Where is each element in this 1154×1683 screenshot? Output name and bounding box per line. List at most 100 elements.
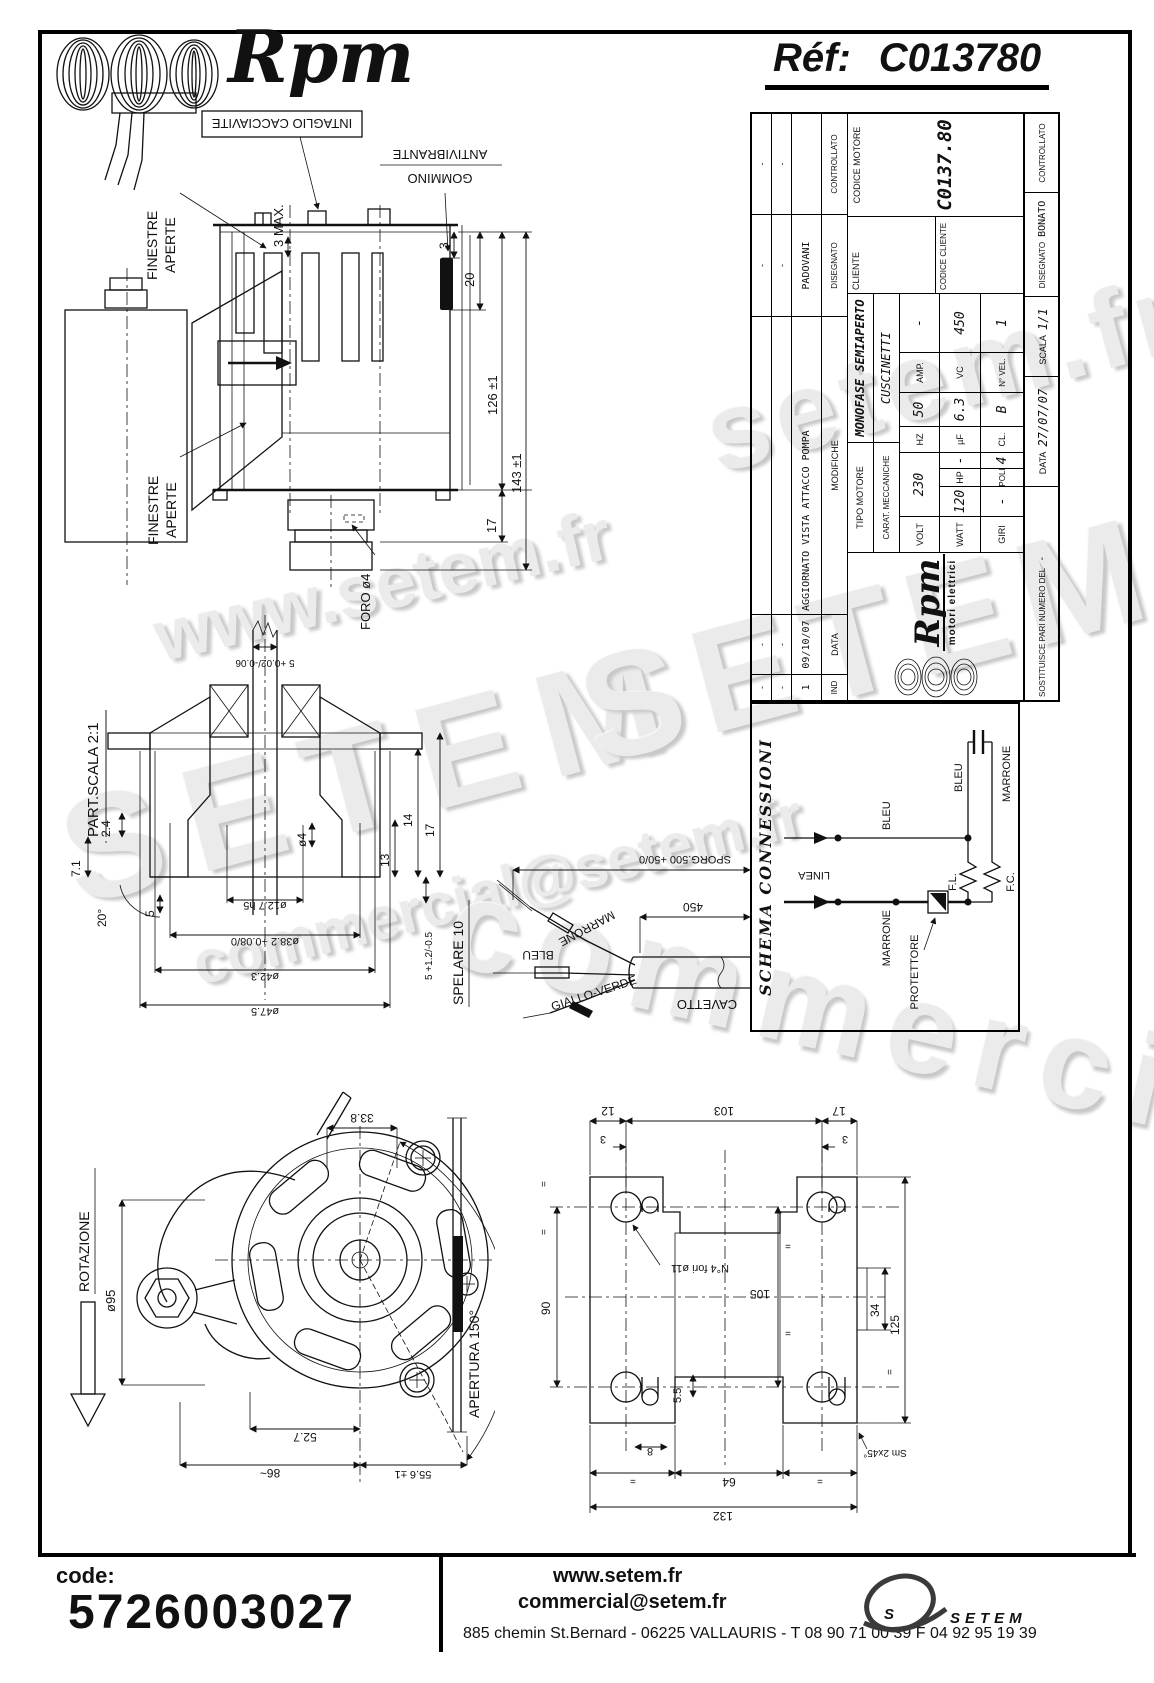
rpm-coils-icon	[56, 34, 219, 114]
motor-front-view: ROTAZIONE ø95 33.8 APERTURA 150° 52.7 86…	[69, 1091, 495, 1484]
revision-row-1: 1 09/10/07 AGGIORNATO VISTA ATTACCO POMP…	[792, 114, 822, 700]
spec-grid: TIPO MOTORE MONOFASE SEMIAPERTO CARAT. M…	[848, 293, 1023, 552]
titleblock-bottom-strip: SOSTITUISCE PARI NUMERO DEL - DATA 27/07…	[1024, 114, 1060, 700]
vc-label: VC	[940, 352, 981, 392]
foro-label: FORO ø4	[358, 574, 373, 630]
dim-3b: 3	[842, 1133, 848, 1145]
revision-header-row: IND DATA MODIFICHE DISEGNATO CONTROLLATO	[822, 114, 848, 700]
rev-index: 1	[792, 674, 821, 700]
dim-dia382: ø38.2 +0.08/0	[231, 935, 299, 947]
part-scala-title: PART.SCALA 2:1	[85, 722, 102, 837]
setem-s-glyph: S	[884, 1606, 894, 1623]
rpm-logo-small-text: Rpm	[908, 554, 948, 651]
rev-cell: -	[752, 214, 771, 316]
disegnato-label: DISEGNATO	[1038, 241, 1047, 289]
schema-linework	[784, 730, 1002, 951]
mounting-plate-view: 12 103 17 3 3 90 = = 105 = = N°4 fori ø1…	[539, 1104, 911, 1523]
data-cell: DATA 27/07/07	[1025, 376, 1060, 486]
dim-126: 126 ±1	[485, 375, 500, 415]
dim-13: 13	[378, 853, 392, 867]
dim-sporg500: SPORG.500 +50/0	[639, 853, 731, 865]
ref-label: Réf:	[773, 36, 851, 80]
dim-52_7: 52.7	[293, 1430, 317, 1444]
dim-105: 105	[750, 1287, 770, 1301]
tipo-motore-label: TIPO MOTORE	[848, 442, 873, 552]
rev-cell	[792, 114, 821, 214]
dim-5: 5	[143, 910, 157, 917]
uf-label: µF	[940, 426, 981, 452]
rev-author: PADOVANI	[792, 214, 821, 316]
carat-value: CUSCINETTI	[879, 331, 894, 405]
hz-value: 50	[899, 392, 940, 426]
antivibrante-label: ANTIVIBRANTE	[392, 147, 487, 162]
smusso-label: Sm 2x45°	[863, 1447, 906, 1458]
scala-value: 1/1	[1035, 308, 1050, 331]
rev-disegnato-label: DISEGNATO	[822, 214, 847, 316]
rev-cell: -	[772, 214, 791, 316]
shaft-detail-linework	[84, 615, 444, 1009]
code-value: 5726003027	[68, 1586, 355, 1639]
dim-14: 14	[401, 813, 415, 827]
volt-label: VOLT	[899, 516, 940, 552]
rev-cell	[752, 316, 771, 614]
sostituisce-label: SOSTITUISCE PARI NUMERO DEL	[1038, 567, 1047, 697]
revision-row-empty: - - - -	[752, 114, 772, 700]
finestre-aperte-top-label: FINESTRE	[144, 211, 160, 280]
rev-cell: -	[776, 162, 787, 166]
tipo-motore-value: MONOFASE SEMIAPERTO	[853, 299, 868, 437]
dim-33_8: 33.8	[350, 1111, 374, 1125]
intaglio-cacciavite-label: INTAGLIO CACCIAVITE	[211, 116, 352, 131]
giri-label: GIRI	[981, 516, 1023, 552]
vc-value: 450	[952, 311, 968, 335]
footer-website: www.setem.fr	[553, 1565, 683, 1587]
spelare-label: SPELARE 10	[450, 921, 466, 1005]
side-view-linework	[64, 92, 532, 590]
plate-linework	[550, 1117, 911, 1513]
setem-logo: S SETEM	[862, 1573, 1022, 1633]
rotazione-label: ROTAZIONE	[76, 1211, 92, 1292]
shaft-detail-view: PART.SCALA 2:1 5 +0.02/-0.06 2.4 7.1 20°…	[69, 615, 444, 1017]
dim-17c: 17	[832, 1104, 846, 1118]
dim-125: 125	[888, 1315, 902, 1335]
eq-mark-left-b: =	[539, 1229, 550, 1235]
dim-3max: 3 MAX.	[271, 204, 286, 247]
dim-450: 450	[683, 900, 703, 914]
schema-fc-label: F.C.	[1005, 872, 1017, 892]
dim-8: 8	[647, 1445, 653, 1457]
disegnato-value: BONATO	[1037, 200, 1048, 237]
dim-dia423: ø42.3	[251, 970, 279, 982]
scala-cell: SCALA 1/1	[1025, 296, 1060, 376]
dim-12: 12	[601, 1104, 615, 1118]
codice-motore-cell: CODICE MOTORE C0137.80	[848, 114, 1023, 216]
dim-5-tol: 5 +0.02/-0.06	[235, 657, 295, 668]
schema-marrone-label: MARRONE	[881, 910, 893, 966]
finestre-aperte-bottom-label2: APERTE	[163, 482, 179, 538]
schema-connessioni-box: SCHEMA CONNESSIONI	[750, 702, 1020, 1032]
giallo-verde-wire-label: GIALLO-VERDE	[549, 973, 638, 1014]
footer-bar: code: 5726003027 www.setem.fr commercial…	[38, 1553, 1136, 1652]
rev-cell: -	[752, 674, 771, 700]
apertura-label: APERTURA 150°	[466, 1310, 482, 1418]
footer-email: commercial@setem.fr	[518, 1591, 727, 1613]
carat-label: CARAT. MECCANICHE	[873, 442, 899, 552]
cable-linework	[468, 866, 750, 1019]
volt-value: 230	[899, 452, 940, 516]
hp-label: HP	[940, 468, 981, 486]
rev-description: AGGIORNATO VISTA ATTACCO POMPA	[792, 316, 821, 614]
rpm-title-logo: Rpm motori elettrici	[848, 552, 1023, 700]
dim-dia127: ø12.7 h5	[243, 899, 286, 911]
poli-value: 4	[981, 452, 1023, 468]
rev-cell: -	[772, 674, 791, 700]
cliente-cell: CLIENTE	[848, 217, 936, 293]
cl-label: CL.	[981, 426, 1023, 452]
eq-mark-right: =	[885, 1369, 896, 1375]
controllato-label: CONTROLLATO	[1038, 123, 1047, 183]
disegnato-cell: DISEGNATO BONATO	[1025, 192, 1060, 296]
fori-label: N°4 fori ø11	[671, 1262, 729, 1274]
rev-ind-label: IND	[822, 674, 847, 700]
wiring-diagram: LINEA MARRONE BLEU PROTETTORE F.L. F.C. …	[784, 730, 1017, 1009]
dim-dia95: ø95	[103, 1290, 118, 1312]
giri-value: -	[981, 486, 1023, 516]
rpm-coils-small-icon	[894, 656, 977, 697]
data-label: DATA	[1037, 451, 1048, 475]
